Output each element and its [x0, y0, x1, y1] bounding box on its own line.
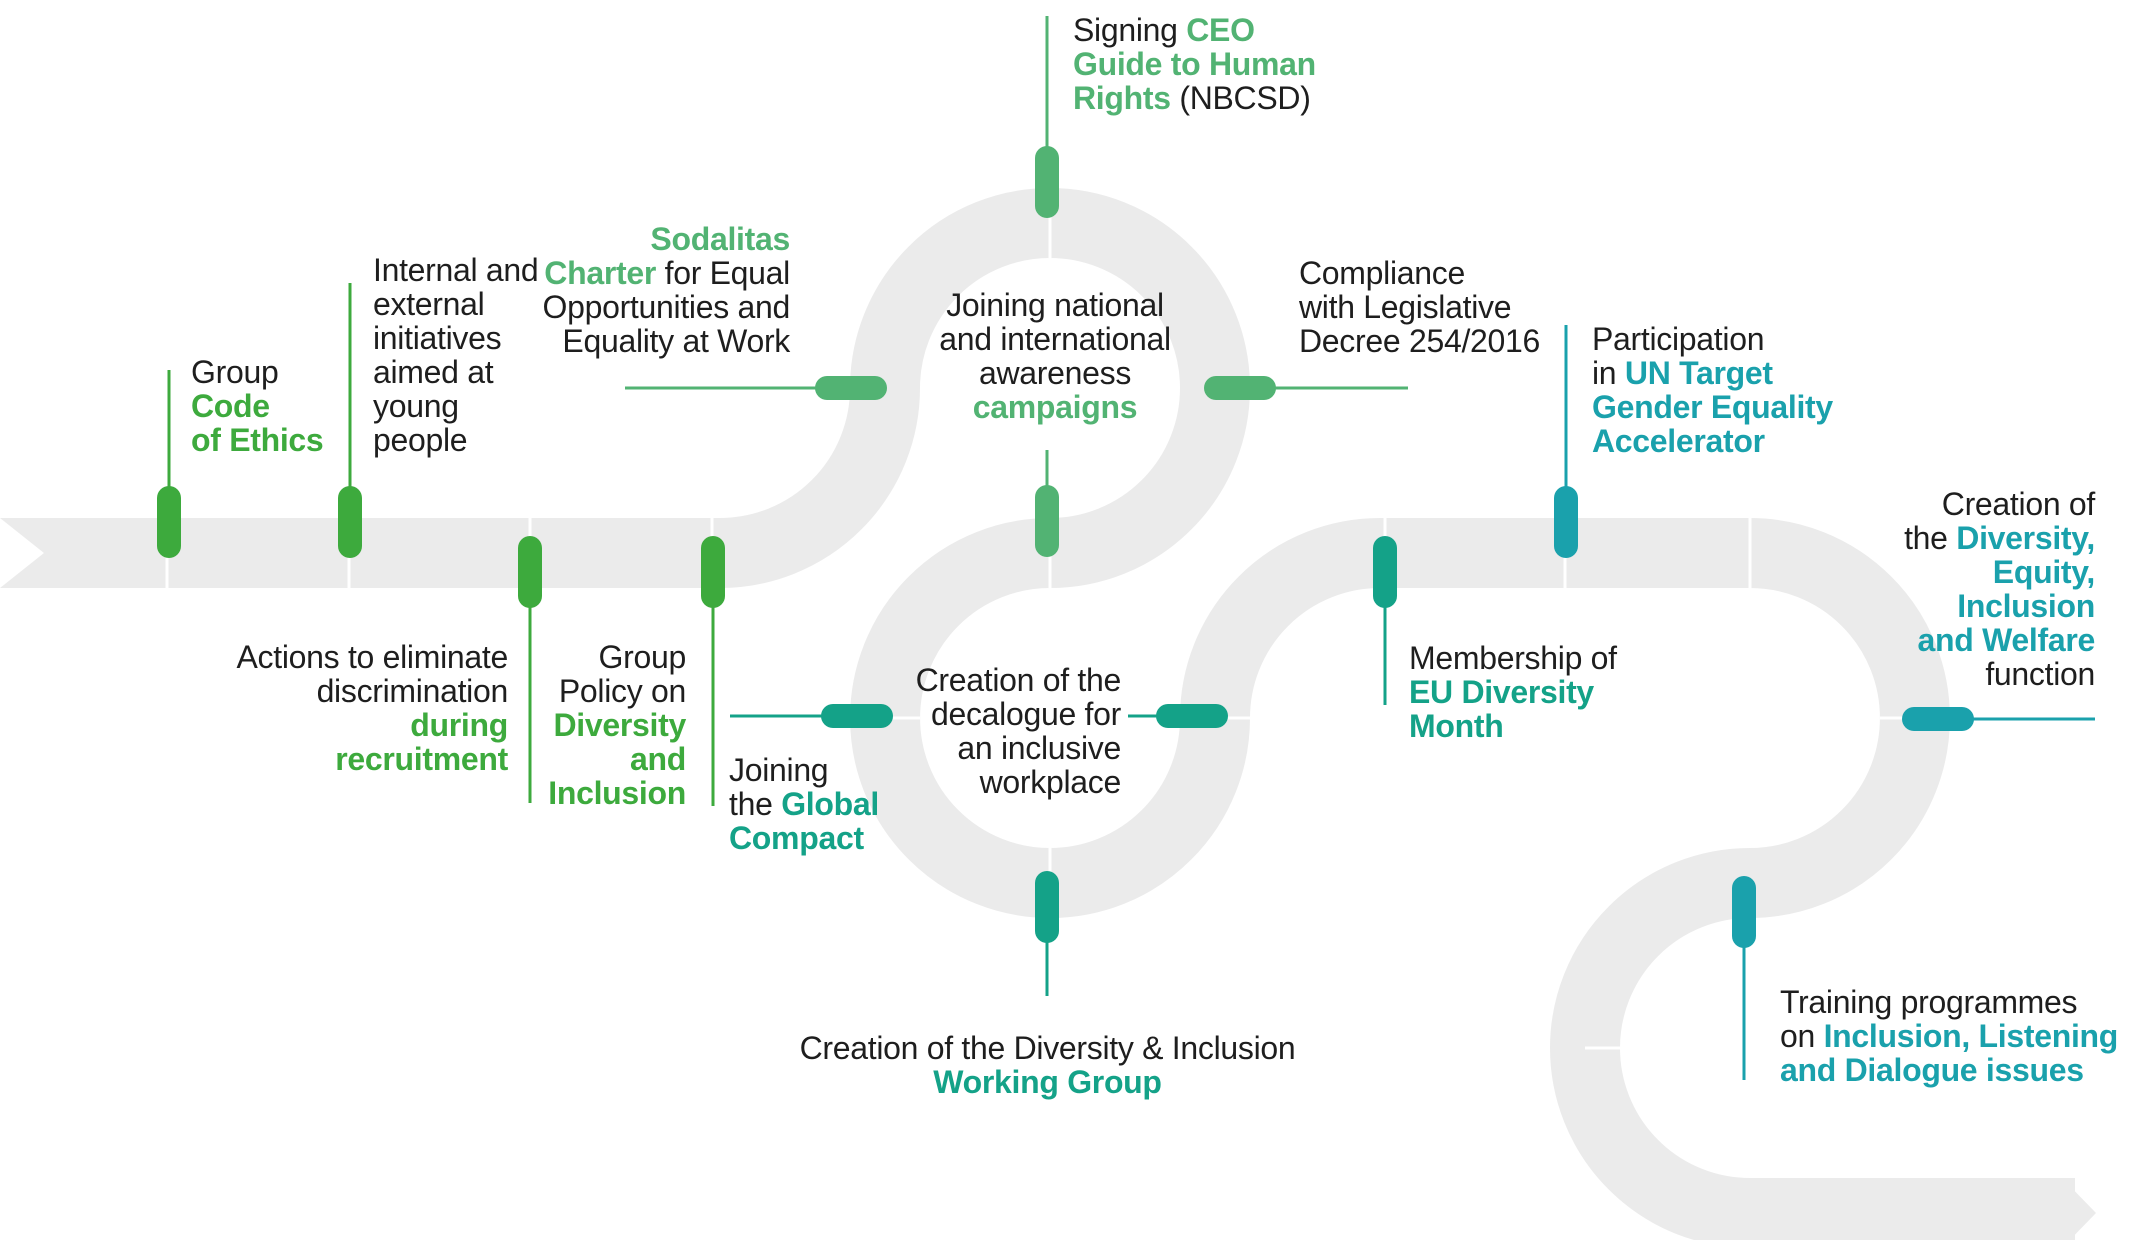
marker-ceo-guide [1035, 16, 1059, 218]
label-text: Membership of [1409, 640, 1617, 676]
markers [157, 16, 2095, 1080]
marker-awareness-campaigns [1035, 450, 1059, 557]
marker-un-target [1554, 325, 1578, 558]
label-text: Creation of the Diversity & Inclusion [799, 1030, 1296, 1066]
road-end-tip [2062, 1178, 2096, 1240]
marker-working-group [1035, 871, 1059, 996]
label-highlight: campaigns [972, 389, 1138, 425]
label-highlight: during recruitment [335, 707, 508, 777]
marker-recruitment [518, 536, 542, 803]
marker-code-of-ethics [157, 370, 181, 558]
label-highlight: Working Group [933, 1064, 1162, 1100]
label-text: Signing [1073, 12, 1187, 48]
marker-young-people [338, 283, 362, 558]
marker-diversity-policy [701, 536, 725, 806]
marker-legislative-decree [1204, 376, 1408, 400]
marker-eu-diversity-month [1373, 536, 1397, 705]
marker-decalogue [1128, 704, 1228, 728]
road-start-notch [0, 518, 44, 588]
marker-training [1732, 876, 1756, 1080]
marker-global-compact [730, 704, 893, 728]
label-text: Group [191, 354, 279, 390]
marker-deiw-function [1902, 707, 2095, 731]
marker-sodalitas [625, 376, 887, 400]
label-text: (NBCSD) [1170, 80, 1311, 116]
label-text: function [1985, 656, 2095, 692]
